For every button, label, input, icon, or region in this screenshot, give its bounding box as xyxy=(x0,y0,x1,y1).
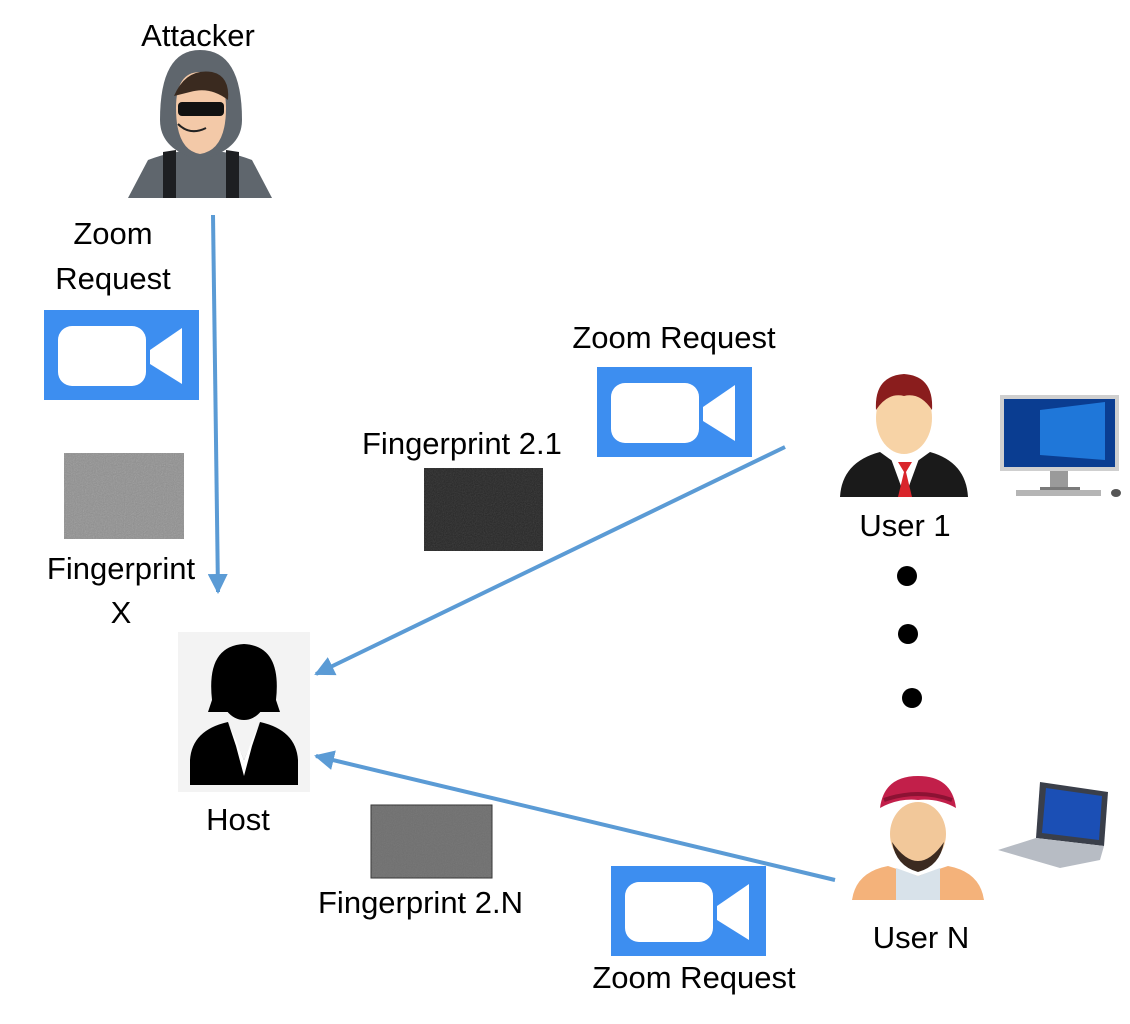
fingerprint-2-n-label: Fingerprint 2.N xyxy=(318,885,524,920)
fingerprint-x-label-line2: X xyxy=(110,595,132,630)
usern-label: User N xyxy=(872,920,970,955)
user1-to-host-arrow xyxy=(314,445,786,676)
ellipsis-dot-2 xyxy=(898,624,918,644)
user1-icon xyxy=(840,374,968,497)
laptop-icon xyxy=(998,782,1108,868)
user1-label: User 1 xyxy=(859,508,951,543)
usern-icon xyxy=(852,776,984,900)
ellipsis-dot-3 xyxy=(902,688,922,708)
fingerprint-2-1-image xyxy=(424,468,543,551)
usern-request-label: Zoom Request xyxy=(592,960,796,995)
zoom-camera-icon-usern xyxy=(611,866,766,956)
zoom-camera-icon-attacker xyxy=(44,310,199,400)
user1-request-label: Zoom Request xyxy=(572,320,776,355)
usern-to-host-arrow xyxy=(314,750,836,882)
host-label: Host xyxy=(206,802,270,837)
fingerprint-2-1-label: Fingerprint 2.1 xyxy=(362,426,562,461)
fingerprint-x-label-line1: Fingerprint xyxy=(46,551,196,586)
fingerprint-x-image xyxy=(64,453,184,539)
attacker-request-label-line2: Request xyxy=(55,261,171,296)
attacker-to-host-arrow xyxy=(207,214,228,594)
ellipsis-dot-1 xyxy=(897,566,917,586)
desktop-computer-icon xyxy=(1000,395,1121,497)
attacker-request-label-line1: Zoom xyxy=(73,216,153,251)
fingerprint-2-n-image xyxy=(370,804,493,879)
host-icon xyxy=(178,632,310,792)
attacker-label: Attacker xyxy=(141,18,255,53)
zoom-camera-icon-user1 xyxy=(597,367,752,457)
attacker-icon xyxy=(128,50,272,198)
